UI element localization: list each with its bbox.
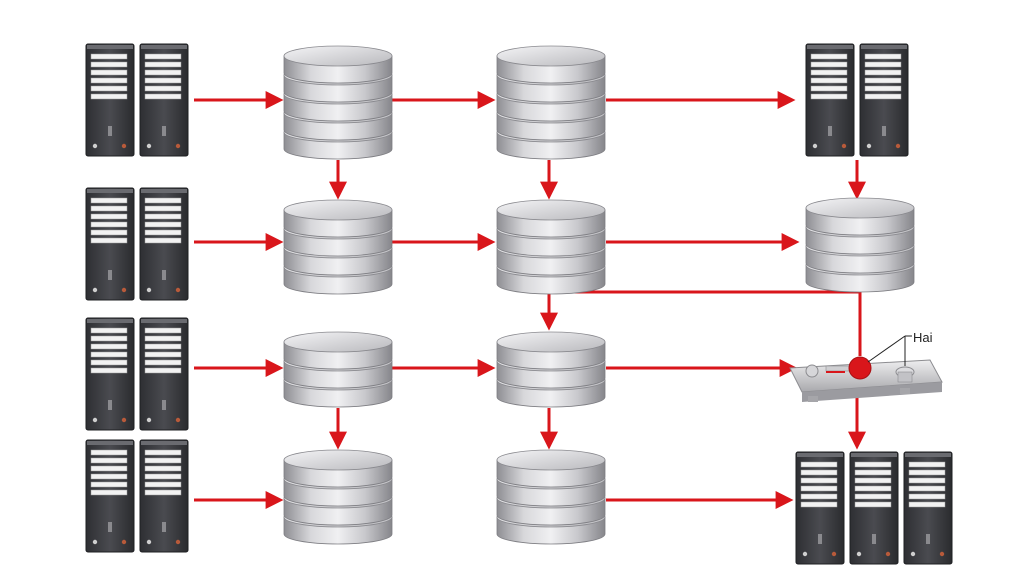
server-cluster-row-4-right <box>795 451 953 565</box>
hardware-switch <box>789 335 943 402</box>
database-row-1-b <box>496 45 606 160</box>
server-pair-row-1-right <box>805 43 909 157</box>
database-row-1-a <box>283 45 393 160</box>
annotation-label: Hai <box>913 330 933 345</box>
database-row-2-b <box>496 199 606 295</box>
server-pair-row-3 <box>85 317 189 431</box>
connector-arrows <box>194 91 866 509</box>
database-row-4-b <box>496 449 606 545</box>
server-pair-row-1 <box>85 43 189 157</box>
database-row-4-a <box>283 449 393 545</box>
database-row-3-a <box>283 331 393 408</box>
database-row-3-b <box>496 331 606 408</box>
database-row-2-c <box>805 197 915 293</box>
server-pair-row-4 <box>85 439 189 553</box>
diagram-nodes <box>85 43 953 565</box>
server-pair-row-2 <box>85 187 189 301</box>
database-row-2-a <box>283 199 393 295</box>
